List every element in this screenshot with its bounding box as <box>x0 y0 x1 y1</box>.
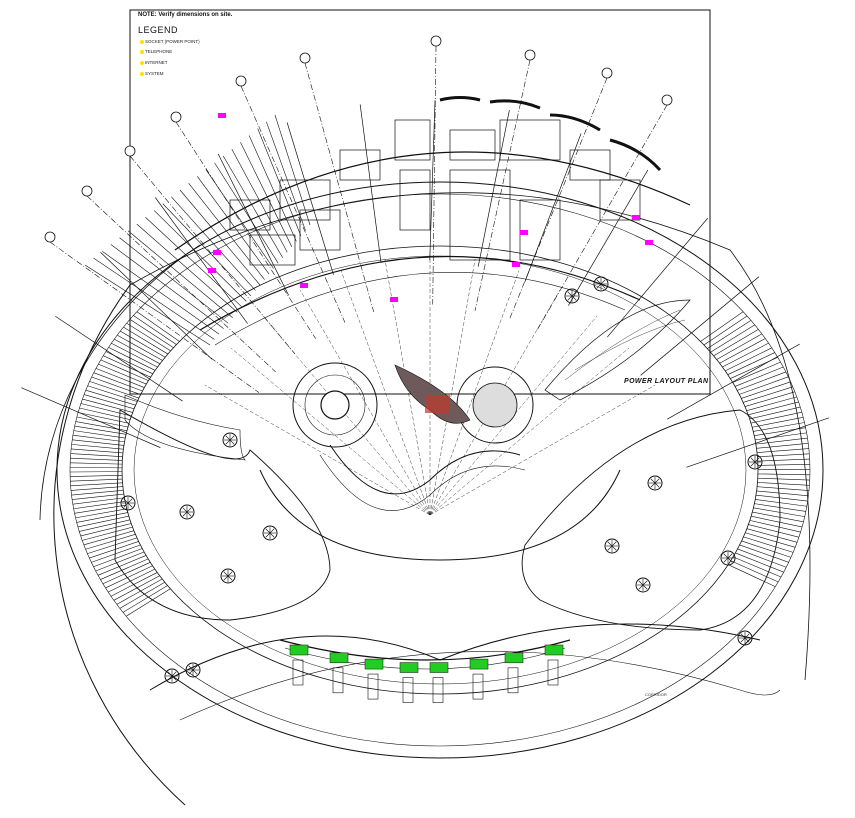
tree <box>564 288 580 304</box>
lighting-tag <box>208 268 216 273</box>
tree <box>179 504 195 520</box>
planter <box>544 644 564 656</box>
grid-bubble <box>299 52 311 64</box>
grid-bubble <box>661 94 673 106</box>
grid-bubble <box>44 231 56 243</box>
lighting-tag <box>512 262 520 267</box>
lighting-tag <box>300 283 308 288</box>
tree <box>737 630 753 646</box>
grid-bubble <box>524 49 536 61</box>
lighting-tag <box>390 297 398 302</box>
tree <box>604 538 620 554</box>
tree <box>164 668 180 684</box>
lawn-right <box>521 409 781 631</box>
tree <box>185 662 201 678</box>
grid-bubble <box>430 35 442 47</box>
building-outer-wall <box>174 151 691 251</box>
central-curved-wall <box>329 444 521 495</box>
tree <box>635 577 651 593</box>
telephone-icon <box>140 50 144 54</box>
stepped-seating-left <box>70 311 180 617</box>
planter <box>469 658 489 670</box>
legend-item-socket: SOCKET (POWER POINT) <box>145 39 200 44</box>
legend-item-telephone: TELEPHONE <box>145 49 173 54</box>
grid-bubble <box>124 145 136 157</box>
grid-bubble <box>601 67 613 79</box>
terrace-outer-ring <box>56 181 824 759</box>
internet-icon <box>140 61 144 65</box>
tree <box>120 495 136 511</box>
terrace-inner-ring <box>121 245 759 695</box>
courtyard-edge <box>259 469 621 561</box>
central-circle-left <box>292 362 378 448</box>
tree <box>220 568 236 584</box>
planter <box>289 644 309 656</box>
grid-bubble <box>235 75 247 87</box>
stepped-seating-top <box>84 114 311 346</box>
trees <box>120 276 763 684</box>
lighting-tag <box>218 113 226 118</box>
tree <box>747 454 763 470</box>
front-walkway <box>149 623 761 691</box>
planter <box>399 662 419 673</box>
tree <box>593 276 609 292</box>
grid-bubble <box>81 185 93 197</box>
planter <box>364 658 384 670</box>
stepped-seating-right <box>700 311 810 587</box>
system-icon <box>140 72 144 76</box>
tree <box>720 550 736 566</box>
lighting-tag <box>632 215 640 220</box>
lighting-tag <box>520 230 528 235</box>
lighting-tag <box>213 250 221 255</box>
drawing-note: NOTE: Verify dimensions on site. <box>138 12 233 18</box>
corridor-label: CORRIDOR <box>645 692 667 697</box>
legend-item-system: SYSTEM <box>145 71 164 76</box>
sheet-frame <box>129 9 711 395</box>
water-feature <box>394 364 471 424</box>
outer-boundary-right <box>129 192 811 681</box>
legend-title: LEGEND <box>138 25 179 35</box>
room-partitions <box>21 100 830 468</box>
grid-axes <box>44 35 673 393</box>
front-planters <box>289 644 564 703</box>
lighting-tag <box>645 240 653 245</box>
socket-icon <box>140 40 144 44</box>
legend-item-internet: INTERNET <box>145 60 168 65</box>
lawn-left <box>114 409 331 621</box>
tree <box>262 525 278 541</box>
planter <box>504 652 524 664</box>
tree <box>222 432 238 448</box>
planter <box>429 662 449 673</box>
grid-bubble <box>170 111 182 123</box>
ramp-right <box>544 299 691 401</box>
plan-title: POWER LAYOUT PLAN <box>624 378 709 385</box>
building-inner-wall <box>199 256 641 331</box>
tree <box>647 475 663 491</box>
planter <box>329 652 349 664</box>
